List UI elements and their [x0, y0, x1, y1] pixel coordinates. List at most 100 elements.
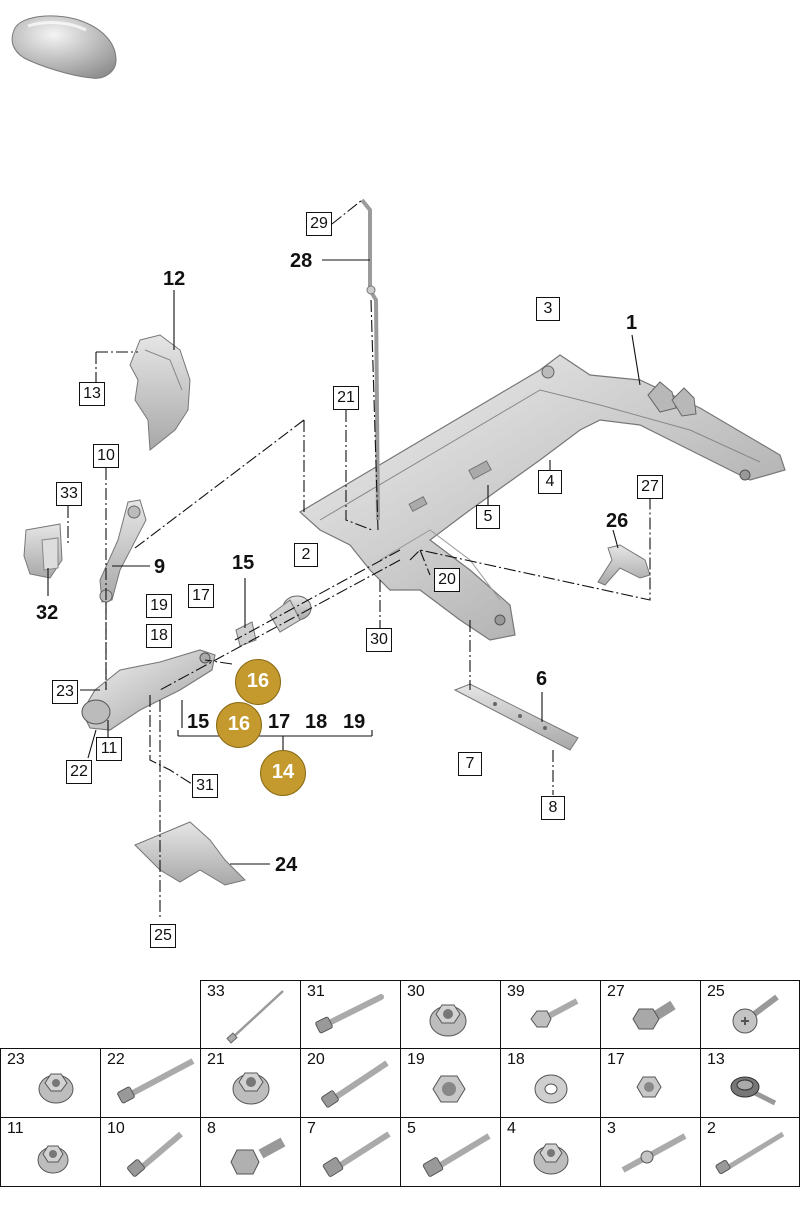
flange-nut-icon — [429, 1004, 467, 1037]
exploded-parts-diagram: 29 28 12 13 3 1 21 10 33 9 32 4 27 26 5 … — [11, 15, 786, 948]
part-number: 27 — [607, 983, 625, 1000]
part-number: 25 — [707, 983, 725, 1000]
torx-screw-icon — [732, 994, 779, 1034]
parts-cell-39[interactable]: 39 — [500, 980, 601, 1049]
parts-cell-4[interactable]: 4 — [500, 1117, 601, 1187]
group-label-15: 15 — [187, 711, 210, 733]
group-label-19: 19 — [343, 711, 366, 733]
part-number: 5 — [407, 1120, 416, 1137]
label-15: 15 — [232, 552, 255, 574]
gold-callout-14[interactable]: 14 — [260, 750, 306, 796]
flange-nut-icon — [38, 1073, 74, 1104]
callout-25[interactable]: 25 — [150, 924, 176, 948]
parts-cell-3[interactable]: 3 — [600, 1117, 701, 1187]
gold-callout-16-lower[interactable]: 16 — [216, 702, 262, 748]
callout-13[interactable]: 13 — [79, 382, 105, 406]
callout-4[interactable]: 4 — [538, 470, 562, 494]
hex-bolt-icon — [632, 1000, 676, 1030]
long-bolt-icon — [315, 994, 384, 1034]
parts-cell-19[interactable]: 19 — [400, 1048, 501, 1118]
label-9: 9 — [154, 556, 166, 578]
subframe-part — [298, 354, 786, 641]
part-number: 11 — [7, 1120, 24, 1137]
rod-part — [360, 198, 380, 521]
underbody-panel-part — [134, 821, 246, 886]
callout-31[interactable]: 31 — [192, 774, 218, 798]
sensor-arm-part — [597, 544, 651, 586]
parts-cell-31[interactable]: 31 — [300, 980, 401, 1049]
callout-17[interactable]: 17 — [188, 584, 214, 608]
long-bolt-icon — [322, 1131, 391, 1177]
hex-nut-icon — [432, 1075, 466, 1103]
diagram-drawing — [11, 15, 786, 920]
part-number: 30 — [407, 983, 425, 1000]
long-bolt-icon — [117, 1058, 195, 1104]
callout-5[interactable]: 5 — [476, 505, 500, 529]
parts-cell-8[interactable]: 8 — [200, 1117, 301, 1187]
parts-cell-30[interactable]: 30 — [400, 980, 501, 1049]
part-number: 4 — [507, 1120, 516, 1137]
parts-cell-25[interactable]: 25 — [700, 980, 800, 1049]
callout-8[interactable]: 8 — [541, 796, 565, 820]
part-number: 39 — [507, 983, 525, 1000]
part-number: 7 — [307, 1120, 316, 1137]
callout-23[interactable]: 23 — [52, 680, 78, 704]
callout-19[interactable]: 19 — [146, 594, 172, 618]
label-6: 6 — [536, 668, 548, 690]
leader-lines — [67, 199, 651, 920]
parts-cell-17[interactable]: 17 — [600, 1048, 701, 1118]
shield-part — [129, 334, 191, 451]
flange-nut-icon — [533, 1143, 569, 1175]
group-label-18: 18 — [305, 711, 328, 733]
callout-30[interactable]: 30 — [366, 628, 392, 652]
long-bolt-icon — [422, 1133, 491, 1177]
fastener-parts-table: 33 31 30 39 27 25 23 22 21 20 19 — [0, 980, 800, 1187]
parts-cell-7[interactable]: 7 — [300, 1117, 401, 1187]
parts-cell-21[interactable]: 21 — [200, 1048, 301, 1118]
parts-cell-20[interactable]: 20 — [300, 1048, 401, 1118]
parts-cell-13[interactable]: 13 — [700, 1048, 800, 1118]
callout-18[interactable]: 18 — [146, 624, 172, 648]
long-bolt-icon — [127, 1131, 183, 1177]
stud-bolt-icon — [621, 1133, 687, 1173]
bracket-part — [23, 523, 63, 579]
part-number: 22 — [107, 1051, 125, 1068]
part-number: 13 — [707, 1051, 725, 1068]
flange-nut-icon — [37, 1145, 69, 1174]
callout-29[interactable]: 29 — [306, 212, 332, 236]
label-26: 26 — [606, 510, 629, 532]
gold-callout-16-upper[interactable]: 16 — [235, 659, 281, 705]
long-bolt-icon — [715, 1131, 785, 1175]
callout-2[interactable]: 2 — [294, 543, 318, 567]
label-1: 1 — [626, 312, 638, 334]
parts-cell-27[interactable]: 27 — [600, 980, 701, 1049]
parts-cell-10[interactable]: 10 — [100, 1117, 201, 1187]
parts-cell-23[interactable]: 23 — [0, 1048, 101, 1118]
callout-10[interactable]: 10 — [93, 444, 119, 468]
callout-7[interactable]: 7 — [458, 752, 482, 776]
flange-nut-icon — [232, 1072, 270, 1105]
callout-20[interactable]: 20 — [434, 568, 460, 592]
control-arm-part — [81, 649, 216, 731]
stud-bolt-icon — [530, 998, 579, 1028]
callout-33[interactable]: 33 — [56, 482, 82, 506]
part-number: 17 — [607, 1051, 625, 1068]
strut-link-part — [99, 499, 147, 603]
hex-nut-icon — [636, 1076, 662, 1098]
part-number: 31 — [307, 983, 325, 1000]
parts-cell-22[interactable]: 22 — [100, 1048, 201, 1118]
parts-cell-11[interactable]: 11 — [0, 1117, 101, 1187]
parts-cell-2[interactable]: 2 — [700, 1117, 800, 1187]
parts-cell-33[interactable]: 33 — [200, 980, 301, 1049]
part-number: 21 — [207, 1051, 225, 1068]
callout-21[interactable]: 21 — [333, 386, 359, 410]
callout-22[interactable]: 22 — [66, 760, 92, 784]
part-number: 23 — [7, 1051, 25, 1068]
callout-11[interactable]: 11 — [96, 737, 122, 761]
callout-27[interactable]: 27 — [637, 475, 663, 499]
long-bolt-icon — [321, 1060, 389, 1108]
parts-cell-18[interactable]: 18 — [500, 1048, 601, 1118]
parts-cell-5[interactable]: 5 — [400, 1117, 501, 1187]
part-number: 18 — [507, 1051, 525, 1068]
callout-3[interactable]: 3 — [536, 297, 560, 321]
